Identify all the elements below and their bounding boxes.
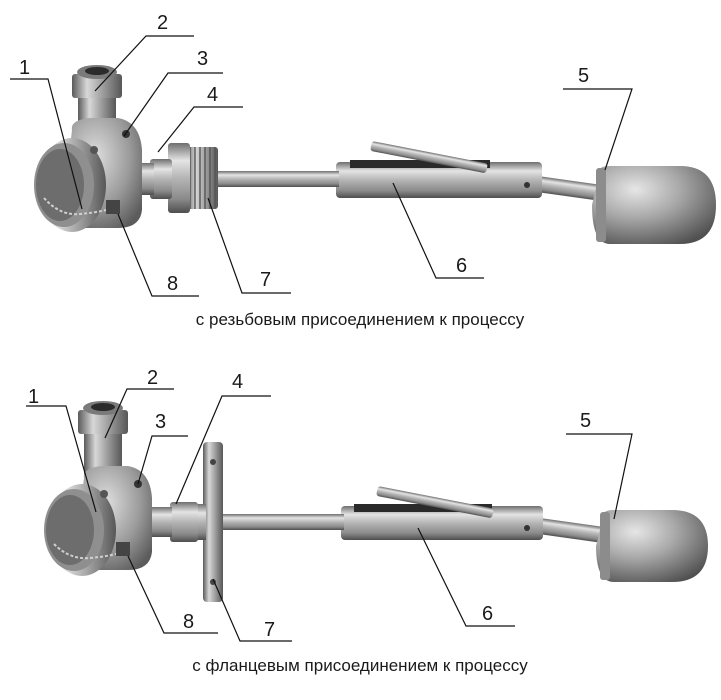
callout-2: 2	[147, 367, 158, 389]
terminal-head	[34, 118, 142, 232]
callout-5: 5	[580, 410, 591, 432]
caption-flanged: с фланцевым присоединением к процессу	[192, 656, 528, 675]
flange	[196, 442, 223, 602]
callout-6: 6	[456, 255, 467, 277]
callout-4: 4	[207, 84, 218, 106]
threaded-fitting	[168, 143, 218, 213]
callout-4: 4	[232, 371, 243, 393]
float-ball	[596, 510, 708, 582]
callout-2: 2	[157, 12, 168, 34]
flanged-version-drawing	[26, 388, 708, 642]
guide-tube	[341, 486, 543, 540]
threaded-version-drawing	[10, 35, 716, 297]
terminal-head	[44, 466, 152, 576]
callout-6: 6	[482, 603, 493, 625]
callout-7: 7	[260, 269, 271, 291]
caption-threaded: с резьбовым присоединением к процессу	[196, 310, 525, 329]
callout-8: 8	[167, 273, 178, 295]
callout-7: 7	[264, 619, 275, 641]
callout-8: 8	[183, 611, 194, 633]
callout-3: 3	[197, 48, 208, 70]
guide-tube	[336, 141, 542, 198]
callout-3: 3	[155, 411, 166, 433]
float-ball	[592, 166, 716, 244]
callout-1: 1	[19, 57, 30, 79]
callout-1: 1	[28, 386, 39, 408]
callout-5: 5	[578, 65, 589, 87]
